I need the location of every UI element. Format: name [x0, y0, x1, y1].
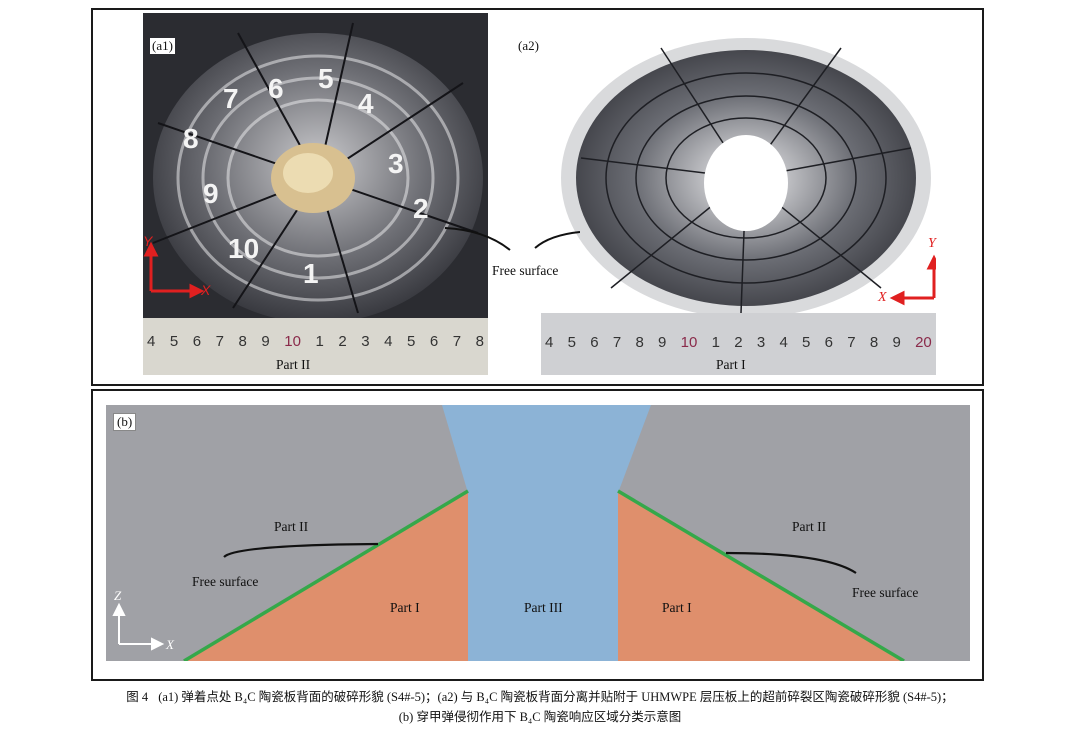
ruler-tick-label: 9	[658, 334, 667, 351]
a2-ruler-caption: Part I	[716, 357, 746, 372]
fragment-number: 7	[223, 83, 239, 114]
fragment-number: 3	[388, 148, 404, 179]
fragment-number: 2	[413, 193, 429, 224]
ruler-tick-label: 5	[406, 333, 416, 350]
ruler-tick-label: 9	[261, 333, 270, 350]
label-free-surface-left: Free surface	[192, 574, 259, 589]
ruler-tick-label: 6	[192, 333, 202, 350]
ruler-tick-label: 3	[756, 334, 766, 351]
ruler-tick-label: 5	[567, 334, 576, 351]
ruler-tick-label: 5	[802, 334, 811, 351]
ruler-tick-label: 4	[384, 333, 393, 350]
ruler-tick-label: 8	[238, 333, 247, 350]
fragment-number: 1	[303, 258, 319, 289]
ruler-tick-label: 20	[915, 334, 932, 351]
ruler-tick-label: 4	[147, 333, 156, 350]
boundary-left	[183, 489, 469, 661]
fragment-number: 9	[203, 178, 219, 209]
label-part-i-left: Part I	[390, 600, 420, 615]
fragment-number: 8	[183, 123, 199, 154]
figure-caption-line1: 图 4 (a1) 弹着点处 B₄C 陶瓷板背面的破碎形貌 (S4#-5)；(a2)…	[0, 688, 1080, 707]
label-part-i-right: Part I	[662, 600, 692, 615]
panel-label-b: (b)	[113, 413, 137, 431]
a1-ruler-caption: Part II	[276, 357, 311, 372]
fragment-number: 6	[268, 73, 284, 104]
figure-caption-line2: (b) 穿甲弹侵彻作用下 B₄C 陶瓷响应区域分类示意图	[398, 710, 682, 724]
photo-a2-svg	[541, 28, 942, 375]
ruler-tick-label: 4	[545, 334, 554, 351]
ruler-tick-label: 4	[779, 334, 788, 351]
axis-label-x: X	[166, 637, 174, 652]
panel-label-a1: (a1)	[150, 38, 175, 54]
a2-axis-y: Y	[928, 236, 936, 251]
free-surface-curve-left	[223, 542, 379, 558]
photo-a1-svg: 8 7 6 5 4 3 2 1 9 10 Y X	[143, 13, 488, 375]
ruler-tick-label: 7	[612, 334, 622, 351]
photo-a2	[541, 28, 942, 375]
ruler-tick-label: 2	[734, 334, 743, 351]
photo-a1: 8 7 6 5 4 3 2 1 9 10 Y X	[143, 13, 488, 375]
label-free-surface-right: Free surface	[852, 585, 919, 600]
ruler-tick-label: 6	[590, 334, 599, 351]
ruler-tick-label: 8	[635, 334, 644, 351]
ruler-tick-label: 10	[680, 334, 698, 351]
ruler-tick-label: 7	[215, 333, 224, 350]
ruler-tick-label: 8	[869, 334, 879, 351]
ruler-tick-label: 8	[475, 333, 484, 350]
label-part-iii: Part III	[524, 600, 563, 615]
label-part-ii-right: Part II	[792, 519, 827, 534]
fragment-number: 4	[358, 88, 374, 119]
schematic-diagram	[106, 405, 970, 661]
fragment-number: 10	[228, 233, 259, 264]
free-surface-curve-right	[725, 551, 857, 574]
ruler-tick-label: 7	[847, 334, 856, 351]
fragment-number: 5	[318, 63, 334, 94]
ruler-tick-label: 5	[169, 333, 179, 350]
ruler-tick-label: 9	[892, 334, 901, 351]
ruler-tick-label: 7	[452, 333, 462, 350]
ruler-tick-label: 6	[429, 333, 439, 350]
label-part-ii-left: Part II	[274, 519, 309, 534]
ruler-tick-label: 1	[711, 334, 720, 351]
a1-axis-y: Y	[143, 233, 154, 249]
a1-axis-x: X	[200, 282, 211, 298]
free-surface-label-top: Free surface	[492, 263, 559, 279]
ruler-tick-label: 10	[284, 333, 301, 350]
ruler-tick-label: 6	[824, 334, 833, 351]
ruler-tick-label: 1	[315, 333, 324, 350]
free-surface-leaders	[444, 227, 580, 251]
a2-axis-x: X	[878, 290, 887, 305]
boundary-right	[617, 489, 905, 661]
caption-text-1: (a1) 弹着点处 B₄C 陶瓷板背面的破碎形貌 (S4#-5)；(a2) 与 …	[158, 690, 954, 704]
part-iii-region	[442, 405, 651, 661]
panel-label-a2: (a2)	[516, 38, 541, 54]
axis-label-z: Z	[114, 588, 122, 603]
ruler-tick-label: 3	[361, 333, 370, 350]
figure-number: 图 4	[126, 690, 149, 704]
ruler-tick-label: 2	[338, 333, 347, 350]
